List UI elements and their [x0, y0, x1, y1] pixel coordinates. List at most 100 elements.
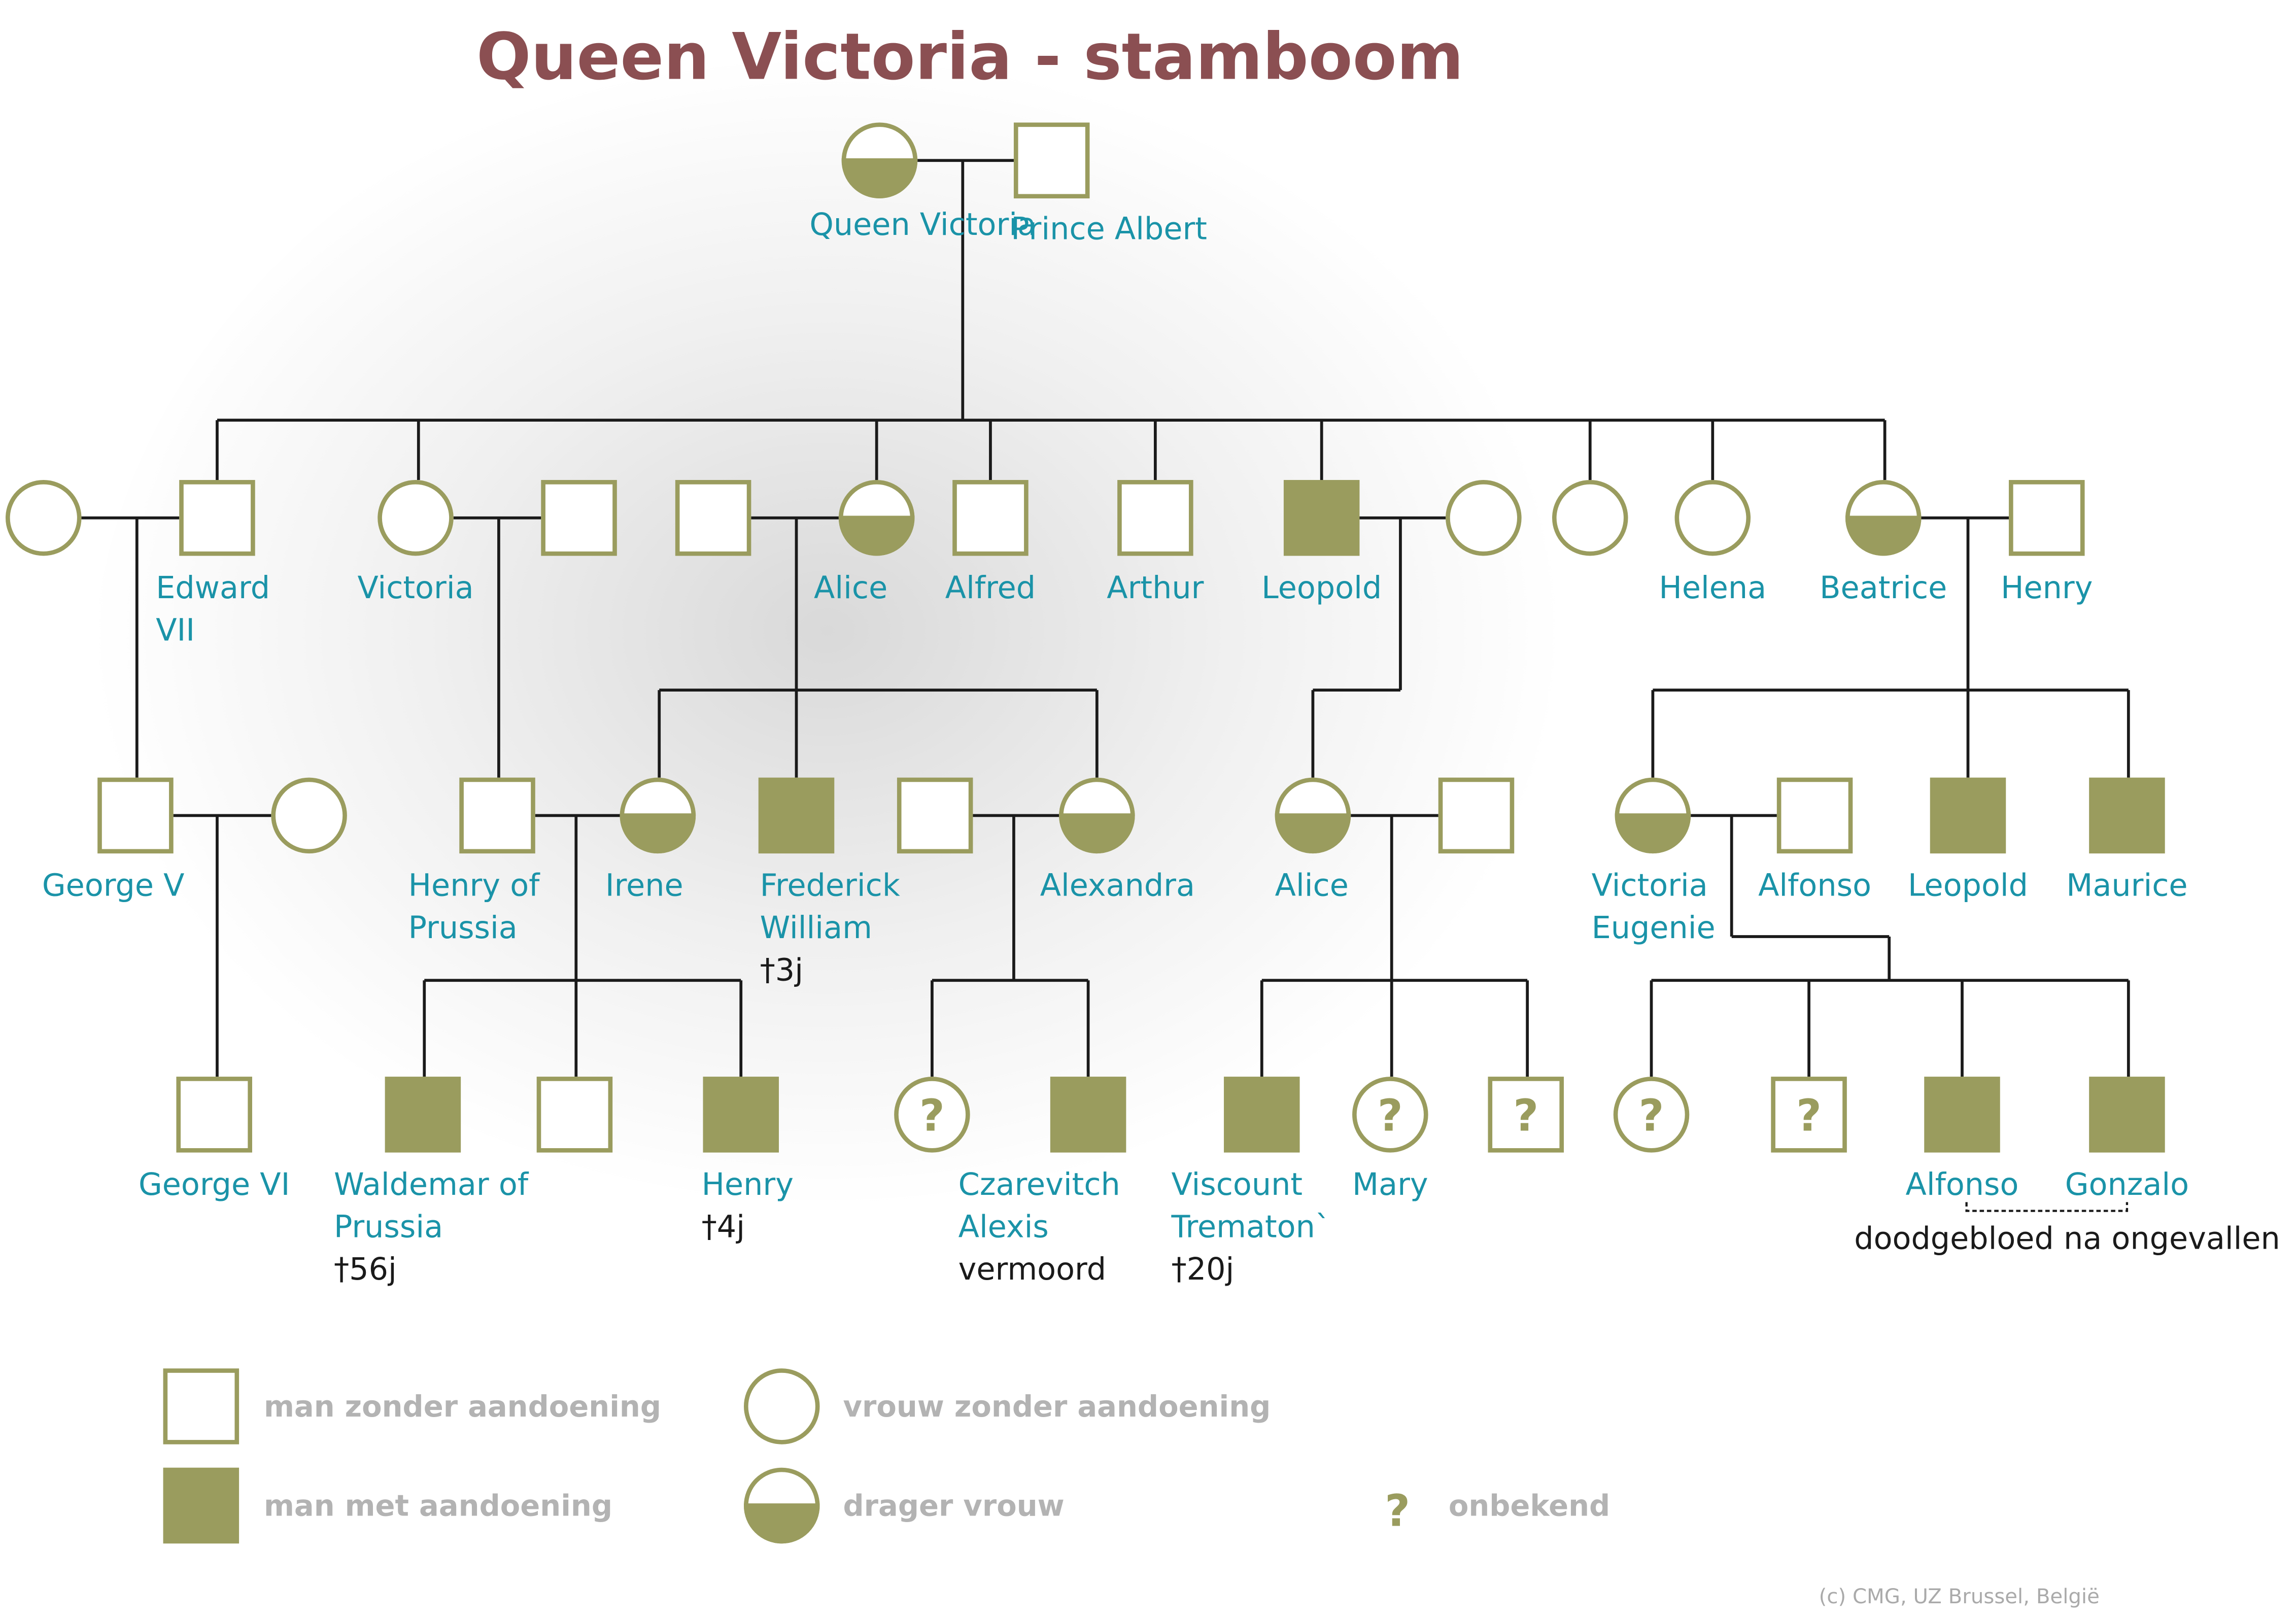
- person-henry-b[interactable]: Henry: [2001, 480, 2093, 606]
- person-square-icon: [2089, 1077, 2165, 1153]
- person-george-vi[interactable]: George VI: [139, 1077, 290, 1202]
- person-circle-icon: [1674, 480, 1751, 556]
- person-name: Alice: [814, 570, 887, 606]
- person-name: Prince Albert: [1011, 212, 1207, 247]
- legend-circle-icon: [744, 1368, 820, 1444]
- person-name: Waldemar of: [334, 1167, 529, 1202]
- person-note: †20j: [1172, 1252, 1235, 1287]
- person-leopold-b[interactable]: Leopold: [1908, 777, 2028, 904]
- person-name: Alice: [1275, 868, 1349, 904]
- person-square-icon: [952, 480, 1029, 556]
- person-daughters-romanov[interactable]: ?: [894, 1077, 970, 1153]
- person-circle-icon: [894, 1077, 970, 1153]
- person-name: Czarevitch: [958, 1167, 1120, 1202]
- person-name: Helena: [1659, 570, 1766, 606]
- person-alfred[interactable]: Alfred: [945, 480, 1036, 606]
- legend-label: man zonder aandoening: [264, 1390, 661, 1424]
- person-question-icon: ?: [1513, 1090, 1538, 1141]
- person-louise[interactable]: [1552, 480, 1628, 556]
- person-name: Alfonso: [1758, 868, 1871, 904]
- person-gonzalo[interactable]: Gonzalo: [2065, 1077, 2189, 1202]
- person-carrier-half-icon: [620, 813, 696, 854]
- legend-item-man-zonder-aandoening: man zonder aandoening: [163, 1368, 661, 1444]
- person-circle-icon: [271, 777, 347, 854]
- person-question-icon: ?: [1796, 1090, 1822, 1141]
- person-irene[interactable]: Irene: [605, 777, 696, 904]
- person-name: Alexandra: [1040, 868, 1195, 904]
- person-sigismund[interactable]: [536, 1077, 613, 1153]
- person-carrier-half-icon: [1615, 813, 1691, 854]
- person-name: Prussia: [334, 1209, 443, 1245]
- person-square-icon: [536, 1077, 613, 1153]
- person-square-icon: [1776, 777, 1853, 854]
- person-name: Queen Victoria: [809, 207, 1036, 243]
- person-name: George VI: [139, 1167, 290, 1202]
- person-alice[interactable]: Alice: [814, 480, 915, 606]
- person-name: Trematon`: [1171, 1209, 1331, 1245]
- person-maurice[interactable]: Maurice: [2066, 777, 2188, 904]
- person-edward-vii-spouse[interactable]: [6, 480, 82, 556]
- person-leopold[interactable]: Leopold: [1261, 480, 1382, 606]
- person-square-icon: [1930, 777, 2006, 854]
- person-carrier-half-icon: [838, 515, 915, 556]
- person-name: VII: [156, 612, 195, 648]
- legend-item-drager-vrouw: drager vrouw: [743, 1467, 1065, 1544]
- person-name: William: [760, 910, 872, 946]
- legend-square-icon: [163, 1368, 239, 1444]
- person-arthur[interactable]: Arthur: [1107, 480, 1204, 606]
- person-name: Mary: [1352, 1167, 1428, 1202]
- person-square-icon: [1924, 1077, 2000, 1153]
- background-glow: [91, 0, 1843, 1371]
- person-son-spain[interactable]: ?: [1771, 1077, 1847, 1153]
- person-alice-g2-spouse[interactable]: [1438, 777, 1515, 854]
- person-mary[interactable]: ? Mary: [1352, 1077, 1428, 1202]
- person-queen-victoria[interactable]: Queen Victoria: [809, 122, 1036, 243]
- person-name: George V: [42, 868, 185, 904]
- person-henry-p[interactable]: Henry†4j: [702, 1077, 794, 1245]
- person-victoria-spouse[interactable]: [541, 480, 617, 556]
- person-name: Beatrice: [1820, 570, 1947, 606]
- copyright: (c) CMG, UZ Brussel, België: [1819, 1585, 2100, 1608]
- person-note: †4j: [702, 1209, 745, 1245]
- person-alfonso-xiii[interactable]: Alfonso: [1758, 777, 1871, 904]
- person-square-icon: [179, 480, 255, 556]
- person-name: Prussia: [408, 910, 518, 946]
- bleeding-annotation: doodgebloed na ongevallen: [1854, 1202, 2280, 1256]
- person-leopold-spouse[interactable]: [1446, 480, 1522, 556]
- person-alexandra[interactable]: Alexandra: [1040, 777, 1195, 904]
- person-alice-spouse[interactable]: [675, 480, 751, 556]
- person-name: Arthur: [1107, 570, 1204, 606]
- annotation-text: doodgebloed na ongevallen: [1854, 1221, 2280, 1256]
- person-name: Edward: [156, 570, 270, 606]
- person-george-v[interactable]: George V: [42, 777, 185, 904]
- person-square-icon: [758, 777, 835, 854]
- person-george-v-spouse[interactable]: [271, 777, 347, 854]
- person-beatrice[interactable]: Beatrice: [1820, 480, 1947, 606]
- person-square-icon: [1224, 1077, 1300, 1153]
- person-daughter-spain[interactable]: ?: [1613, 1077, 1690, 1153]
- person-alexandra-spouse[interactable]: [897, 777, 973, 854]
- person-alfonso-jr[interactable]: Alfonso: [1906, 1077, 2019, 1202]
- person-question-icon: ?: [1378, 1090, 1403, 1141]
- legend-label: drager vrouw: [843, 1489, 1065, 1523]
- legend-label: vrouw zonder aandoening: [843, 1390, 1271, 1424]
- person-alice-g2[interactable]: Alice: [1275, 777, 1351, 904]
- person-helena[interactable]: Helena: [1659, 480, 1766, 606]
- person-square-icon: [703, 1077, 779, 1153]
- person-square-icon: [1050, 1077, 1126, 1153]
- person-son-unknown[interactable]: ?: [1488, 1077, 1564, 1153]
- person-prince-albert[interactable]: Prince Albert: [1011, 122, 1207, 247]
- person-circle-icon: [1352, 1077, 1428, 1153]
- person-victoria[interactable]: Victoria: [357, 480, 474, 606]
- person-square-icon: [897, 777, 973, 854]
